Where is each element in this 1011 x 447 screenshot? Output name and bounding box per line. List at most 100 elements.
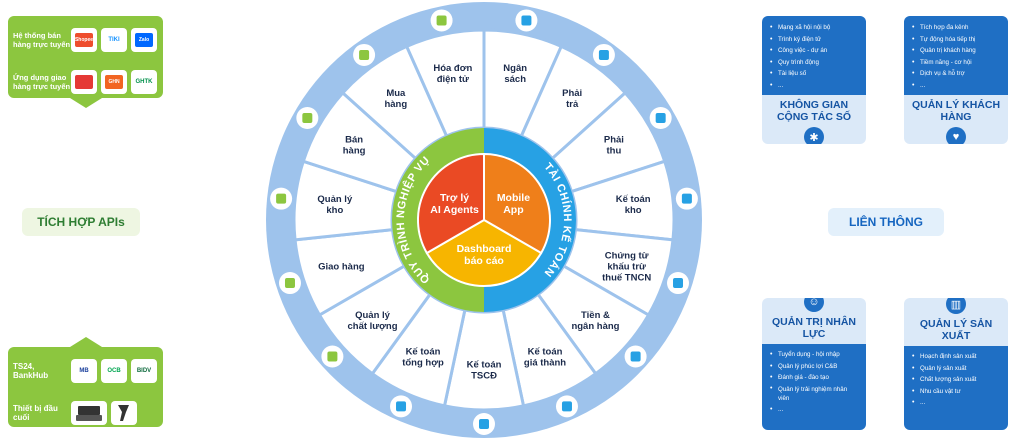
tiki-logo: TIKI: [101, 28, 127, 52]
segment-icon: [302, 113, 313, 123]
customer-management-title: QUẢN LÝ KHÁCH HÀNG: [911, 99, 1001, 123]
barcode-scanner-icon: [111, 401, 137, 425]
banking-devices-panel: TS24, BankHub MB OCB BIDV Thiết bị đầu c…: [8, 347, 163, 427]
list-item: Quản trị khách hàng: [910, 45, 1002, 57]
collab-workspace-list: Mạng xã hội nội bộ Trình ký điện tử Công…: [762, 16, 866, 95]
list-item: Tự động hóa tiếp thị: [910, 34, 1002, 46]
segment-icon: [655, 113, 666, 123]
bank-row: TS24, BankHub MB OCB BIDV: [13, 352, 158, 390]
shopee-logo: Shopee: [71, 28, 97, 52]
segment-icon: [396, 401, 407, 412]
list-item: Tuyển dụng - hội nhập: [768, 349, 860, 361]
hr-management-title: QUẢN TRỊ NHÂN LỰC: [772, 316, 856, 340]
segment-icon: [436, 15, 447, 26]
ai-agents-slice: [417, 152, 485, 255]
list-item: Quản lý sản xuất: [910, 363, 1002, 375]
sales-systems-row: Hệ thống bán hàng trực tuyến Shopee TIKI…: [13, 21, 158, 59]
devices-row: Thiết bị đầu cuối: [13, 394, 158, 432]
network-icon: ✱: [804, 127, 824, 144]
list-item: Tài liệu số: [768, 68, 860, 80]
sales-systems-label: Hệ thống bán hàng trực tuyến: [13, 31, 71, 49]
bidv-bank-logo: BIDV: [131, 359, 157, 383]
segment-icon: [327, 351, 338, 362]
list-item: Dịch vụ & hỗ trợ: [910, 68, 1002, 80]
delivery-apps-row: Ứng dụng giao hàng trực tuyến GHN GHTK: [13, 63, 158, 101]
customer-management-list: Tích hợp đa kênh Tự động hóa tiếp thị Qu…: [904, 16, 1008, 95]
dashboard-slice: [425, 218, 543, 287]
heart-icon: ♥: [946, 127, 966, 144]
list-item: Trình ký điện tử: [768, 34, 860, 46]
people-icon: ☺: [804, 298, 824, 312]
customer-management-card: Tích hợp đa kênh Tự động hóa tiếp thị Qu…: [904, 16, 1008, 144]
segment-icon: [630, 351, 641, 362]
segment-icon: [359, 49, 370, 60]
online-sales-panel: Hệ thống bán hàng trực tuyến Shopee TIKI…: [8, 16, 163, 98]
list-item: Mạng xã hội nội bộ: [768, 22, 860, 34]
production-management-title: QUẢN LÝ SẢN XUẤT: [919, 318, 993, 342]
list-item: Đánh giá - đào tạo: [768, 372, 860, 384]
ghtk-logo: GHTK: [131, 70, 157, 94]
interconnect-label: LIÊN THÔNG: [828, 208, 944, 236]
collab-workspace-title: KHÔNG GIAN CỘNG TÁC SỐ: [776, 99, 852, 123]
zalo-logo: Zalo: [131, 28, 157, 52]
list-item: ...: [910, 80, 1002, 92]
hr-management-list: Tuyển dụng - hội nhập Quản lý phúc lợi C…: [762, 344, 866, 430]
list-item: ...: [910, 397, 1002, 409]
list-item: Hoạch định sản xuất: [910, 351, 1002, 363]
list-item: ...: [768, 80, 860, 92]
segment-icon: [284, 278, 295, 289]
finance-ring: [484, 128, 576, 312]
list-item: Quản lý trải nghiệm nhân viên: [768, 384, 848, 404]
list-item: Tiềm năng - cơ hội: [910, 57, 1002, 69]
segment-icon: [561, 401, 572, 412]
collab-workspace-card: Mạng xã hội nội bộ Trình ký điện tử Công…: [762, 16, 866, 144]
segment-label: Giao hàng: [318, 261, 365, 272]
segment-icon: [276, 193, 287, 204]
production-management-list: Hoạch định sản xuất Quản lý sản xuất Chấ…: [904, 346, 1008, 430]
factory-icon: ▥: [946, 298, 966, 314]
pos-terminal-icon: [71, 401, 107, 425]
list-item: Nhu cầu vật tư: [910, 386, 1002, 398]
apis-integration-label: TÍCH HỢP APIs: [22, 208, 140, 236]
sales-panel-pointer: [70, 98, 102, 108]
segment-label: Tiền &ngân hàng: [571, 310, 619, 332]
segment-icon: [681, 193, 692, 204]
delivery-logo-red: [71, 70, 97, 94]
list-item: Chất lượng sản xuất: [910, 374, 1002, 386]
list-item: ...: [768, 404, 860, 416]
list-item: Tích hợp đa kênh: [910, 22, 1002, 34]
segment-icon: [479, 419, 489, 429]
mb-bank-logo: MB: [71, 359, 97, 383]
segment-icon: [673, 278, 684, 289]
ocb-bank-logo: OCB: [101, 359, 127, 383]
hr-management-card: ☺ QUẢN TRỊ NHÂN LỰC Tuyển dụng - hội nhậ…: [762, 298, 866, 430]
devices-label: Thiết bị đầu cuối: [13, 404, 58, 422]
process-ring: [392, 128, 484, 312]
list-item: Quy trình động: [768, 57, 860, 69]
ghn-logo: GHN: [101, 70, 127, 94]
production-management-card: ▥ QUẢN LÝ SẢN XUẤT Hoạch định sản xuất Q…: [904, 298, 1008, 430]
list-item: Quản lý phúc lợi C&B: [768, 361, 860, 373]
mobile-app-slice: [483, 152, 551, 255]
segment-icon: [598, 49, 609, 60]
bank-panel-pointer: [70, 337, 102, 347]
delivery-apps-label: Ứng dụng giao hàng trực tuyến: [13, 73, 71, 91]
segment-icon: [521, 15, 532, 26]
bank-label: TS24, BankHub: [13, 362, 49, 380]
